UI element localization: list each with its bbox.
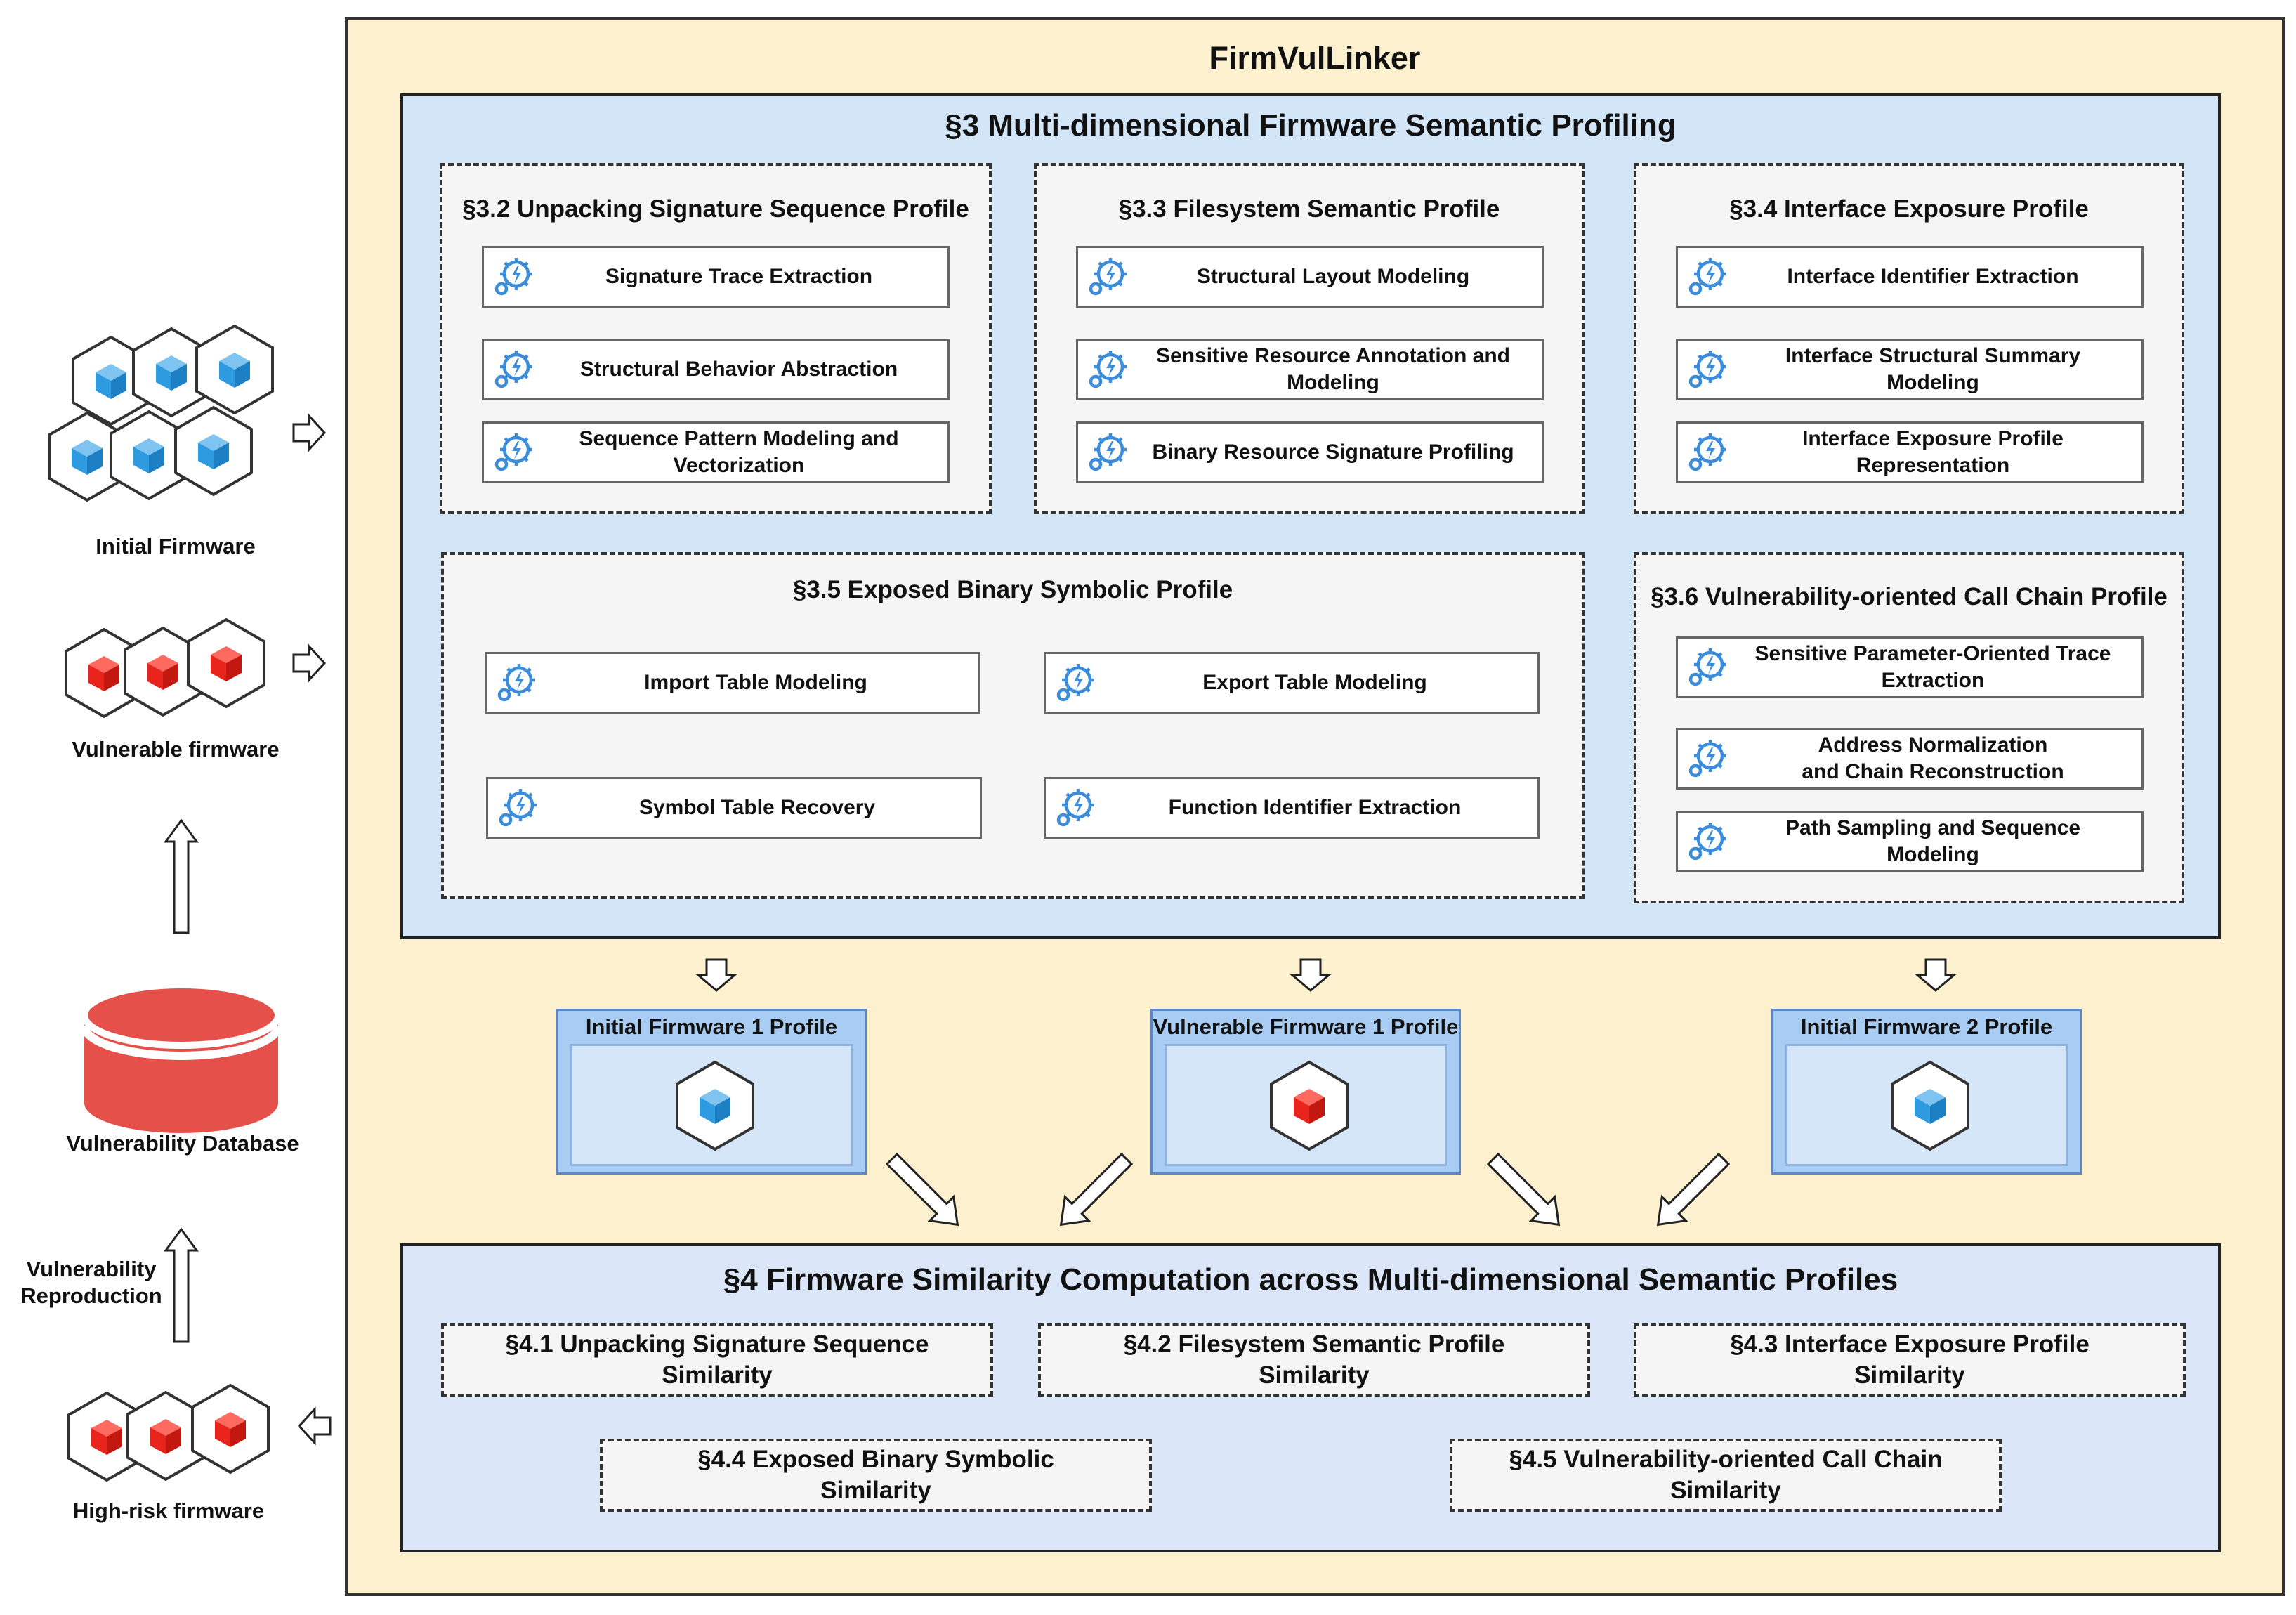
arrow-right-icon: [292, 643, 327, 683]
similarity-title: §4 Firmware Similarity Computation acros…: [723, 1262, 1898, 1297]
arrow-up-icon: [164, 1227, 199, 1343]
gear-lightning-icon: [1685, 736, 1730, 781]
profiling-title: §3 Multi-dimensional Firmware Semantic P…: [945, 108, 1677, 143]
step-box: Import Table Modeling: [485, 652, 980, 714]
step-label: Structural Layout Modeling: [1196, 265, 1470, 288]
profile-label: Vulnerable Firmware 1 Profile: [1153, 1014, 1459, 1039]
step-label: Export Table Modeling: [1202, 671, 1427, 694]
vulnerability-database-label: Vulnerability Database: [66, 1131, 299, 1156]
step-box: Export Table Modeling: [1044, 652, 1540, 714]
arrow-diagonal-icon: [1059, 1152, 1134, 1227]
database-icon: [80, 981, 282, 1133]
profile-label: Initial Firmware 2 Profile: [1800, 1014, 2053, 1039]
arrow-diagonal-icon: [885, 1152, 959, 1227]
arrow-left-icon: [297, 1406, 332, 1446]
similarity-item-binary-symbolic: §4.4 Exposed Binary Symbolic Similarity: [600, 1439, 1152, 1512]
step-label: Function Identifier Extraction: [1168, 796, 1462, 819]
similarity-item-filesystem: §4.2 Filesystem Semantic Profile Similar…: [1038, 1323, 1590, 1397]
arrow-down-icon: [1289, 958, 1332, 992]
gear-lightning-icon: [491, 430, 536, 475]
vulnerable-firmware-label: Vulnerable firmware: [72, 737, 280, 761]
step-label: Interface Identifier Extraction: [1787, 265, 2079, 288]
step-box: Interface Identifier Extraction: [1676, 246, 2144, 308]
gear-lightning-icon: [1685, 430, 1730, 475]
step-label: Sequence Pattern Modeling and Vectorizat…: [579, 427, 899, 477]
step-label: Interface Exposure Profile Representatio…: [1802, 427, 2064, 477]
step-box: Structural Layout Modeling: [1076, 246, 1544, 308]
step-label: Structural Behavior Abstraction: [579, 358, 898, 381]
gear-lightning-icon: [495, 785, 540, 830]
gear-lightning-icon: [1685, 645, 1730, 690]
step-label: Sensitive Parameter-Oriented Trace Extra…: [1754, 642, 2111, 692]
step-label: Sensitive Resource Annotation and Modeli…: [1156, 344, 1510, 394]
gear-lightning-icon: [491, 254, 536, 299]
step-box: Path Sampling and Sequence Modeling: [1676, 811, 2144, 872]
group-title: §3.6 Vulnerability-oriented Call Chain P…: [1651, 583, 2167, 610]
step-label: Interface Structural Summary Modeling: [1785, 344, 2081, 394]
step-box: Sequence Pattern Modeling and Vectorizat…: [482, 421, 950, 483]
similarity-item-unpacking: §4.1 Unpacking Signature Sequence Simila…: [441, 1323, 993, 1397]
arrow-diagonal-icon: [1486, 1152, 1561, 1227]
arrow-up-icon: [164, 818, 199, 934]
cube-icon: [676, 1061, 754, 1151]
vulnerability-reproduction-label: Vulnerability Reproduction: [20, 1257, 162, 1308]
step-box: Address Normalization and Chain Reconstr…: [1676, 728, 2144, 790]
gear-lightning-icon: [1085, 430, 1130, 475]
step-box: Symbol Table Recovery: [486, 777, 982, 839]
arrow-diagonal-icon: [1656, 1152, 1731, 1227]
arrow-down-icon: [1914, 958, 1957, 992]
gear-lightning-icon: [494, 660, 539, 705]
step-box: Sensitive Parameter-Oriented Trace Extra…: [1676, 636, 2144, 698]
step-label: Path Sampling and Sequence Modeling: [1785, 816, 2081, 866]
step-box: Binary Resource Signature Profiling: [1076, 421, 1544, 483]
gear-lightning-icon: [491, 347, 536, 392]
gear-lightning-icon: [1685, 347, 1730, 392]
group-title: §3.2 Unpacking Signature Sequence Profil…: [462, 195, 969, 223]
step-box: Structural Behavior Abstraction: [482, 339, 950, 400]
gear-lightning-icon: [1053, 660, 1098, 705]
similarity-item-call-chain: §4.5 Vulnerability-oriented Call Chain S…: [1450, 1439, 2002, 1512]
profile-label: Initial Firmware 1 Profile: [585, 1014, 838, 1039]
gear-lightning-icon: [1685, 819, 1730, 864]
step-box: Signature Trace Extraction: [482, 246, 950, 308]
gear-lightning-icon: [1085, 347, 1130, 392]
high-risk-firmware-label: High-risk firmware: [72, 1498, 265, 1523]
gear-lightning-icon: [1085, 254, 1130, 299]
gear-lightning-icon: [1685, 254, 1730, 299]
step-box: Function Identifier Extraction: [1044, 777, 1540, 839]
step-label: Import Table Modeling: [644, 671, 867, 694]
step-label: Binary Resource Signature Profiling: [1152, 440, 1514, 464]
step-label: Symbol Table Recovery: [638, 796, 876, 819]
main-title: FirmVulLinker: [1209, 40, 1421, 76]
cube-icon: [1270, 1061, 1349, 1151]
step-box: Interface Exposure Profile Representatio…: [1676, 421, 2144, 483]
step-label: Signature Trace Extraction: [605, 265, 873, 288]
arrow-down-icon: [695, 958, 738, 992]
step-box: Interface Structural Summary Modeling: [1676, 339, 2144, 400]
step-box: Sensitive Resource Annotation and Modeli…: [1076, 339, 1544, 400]
group-exposed-binary-symbolic: [441, 552, 1585, 899]
cube-icon: [1891, 1061, 1969, 1151]
group-title: §3.5 Exposed Binary Symbolic Profile: [792, 576, 1233, 603]
gear-lightning-icon: [1053, 785, 1098, 830]
initial-firmware-label: Initial Firmware: [96, 534, 256, 558]
step-label: Address Normalization and Chain Reconstr…: [1802, 733, 2064, 783]
arrow-right-icon: [292, 413, 327, 452]
group-title: §3.4 Interface Exposure Profile: [1729, 195, 2089, 223]
similarity-item-interface: §4.3 Interface Exposure Profile Similari…: [1634, 1323, 2186, 1397]
left-column-graphics: [48, 325, 332, 1482]
group-title: §3.3 Filesystem Semantic Profile: [1118, 195, 1500, 223]
